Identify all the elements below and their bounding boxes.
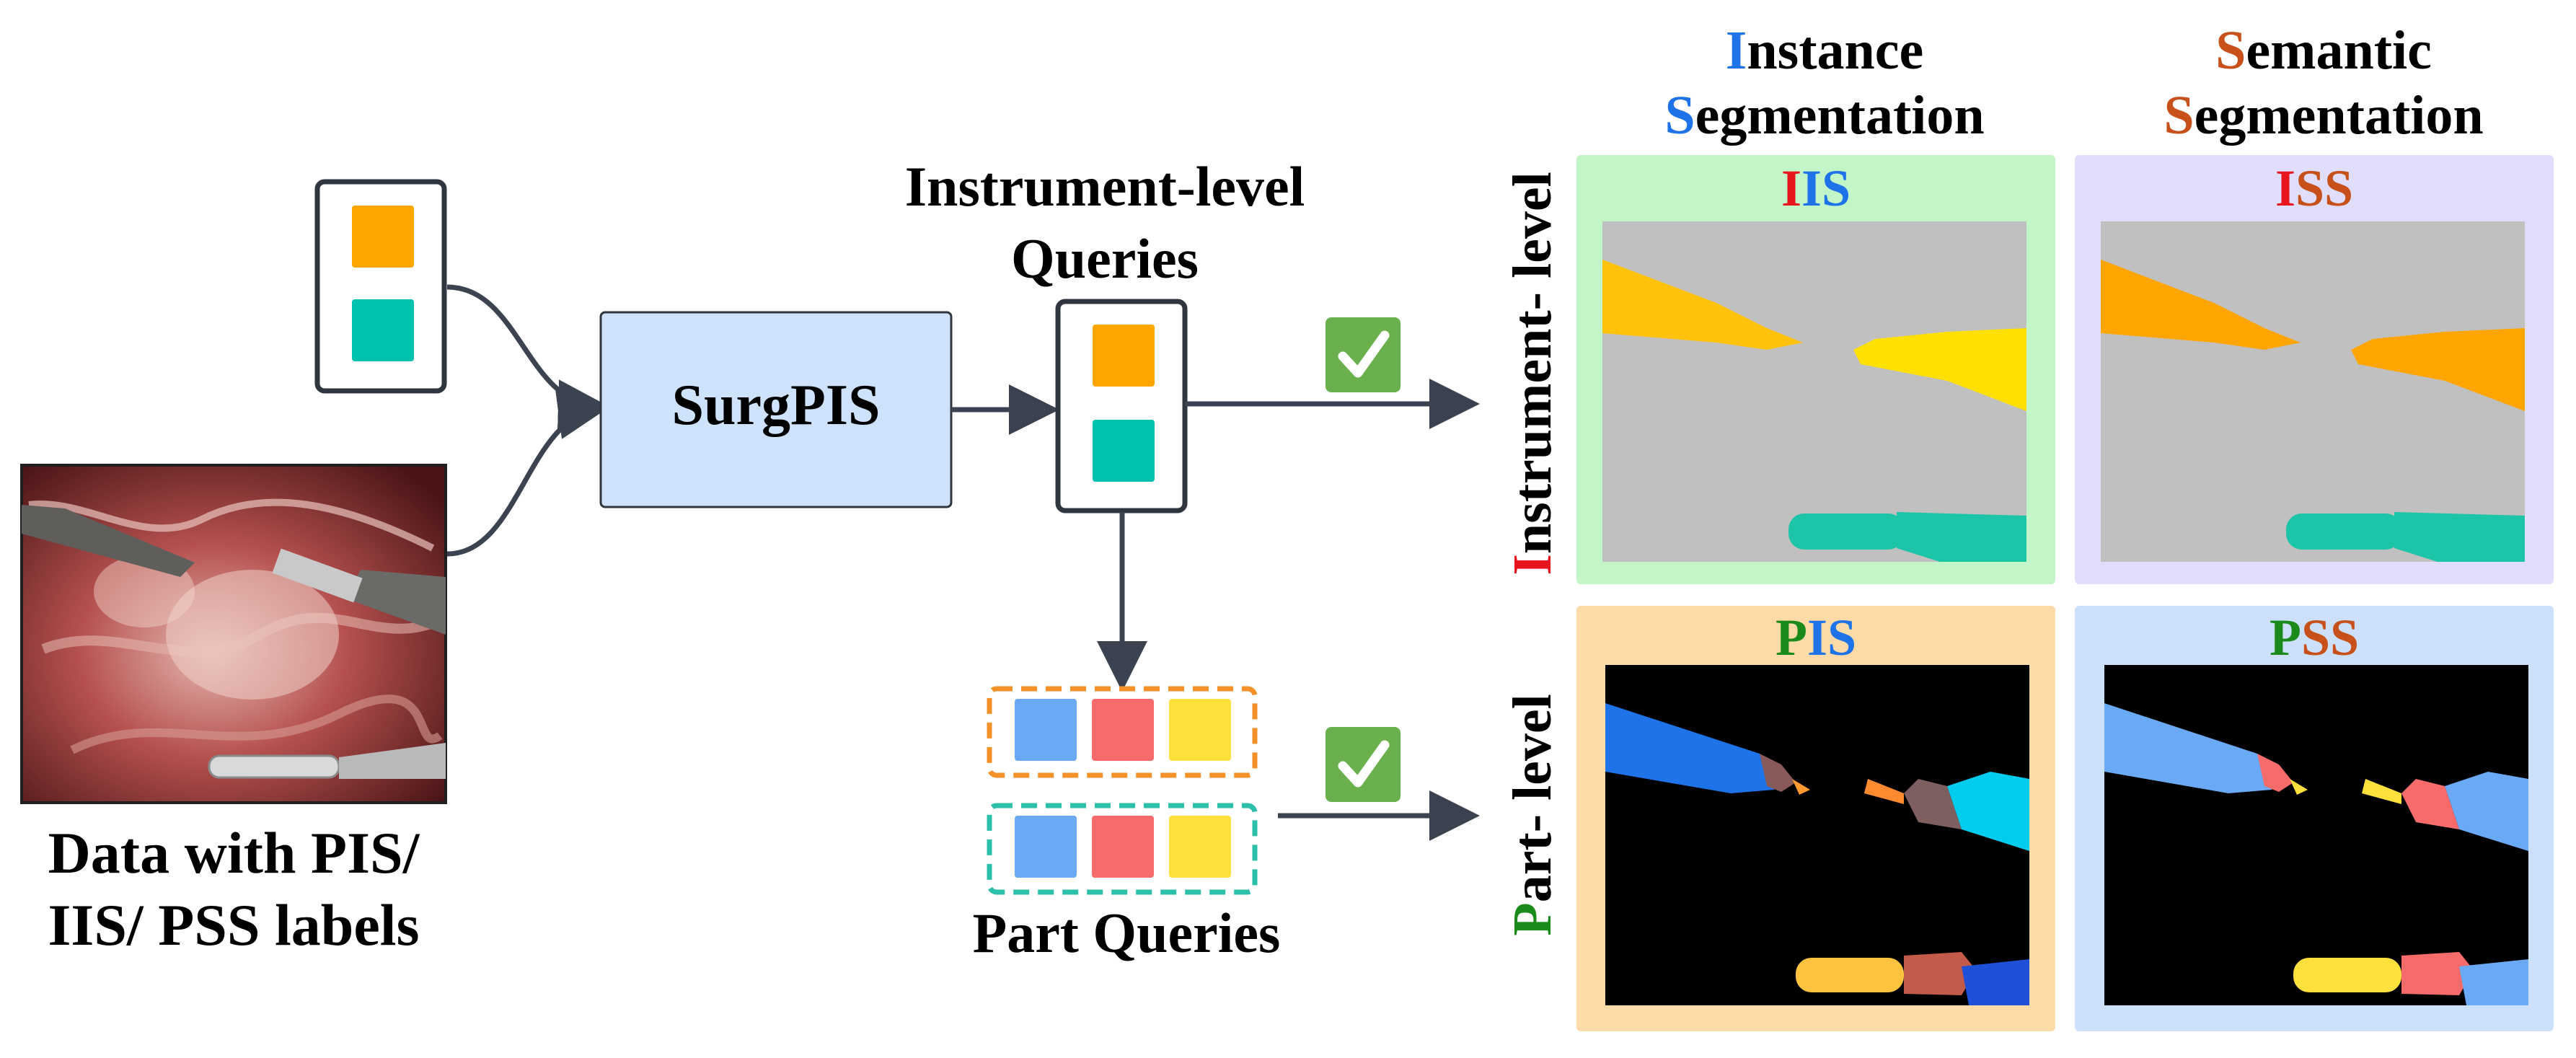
panel-pss-title: PSS: [2270, 609, 2359, 666]
pis-instrument-left-shaft: [1605, 703, 1781, 793]
column-header-semantic-rest-1: emantic: [2246, 20, 2431, 81]
connector-queries-to-model: [446, 284, 609, 431]
model-label: SurgPIS: [672, 374, 881, 437]
panel-pss-title-rest: SS: [2301, 609, 2359, 666]
column-header-instance-rest-2: egmentation: [1695, 85, 1985, 146]
surgical-input-image: [20, 464, 447, 804]
part-queries-group-teal: [987, 803, 1258, 895]
iis-instrument-right: [1853, 328, 2026, 411]
instrument-queries-box: [1055, 299, 1188, 513]
row-label-instrument-rest: nstrument- level: [1502, 172, 1563, 554]
panel-pis-title: PIS: [1776, 609, 1856, 666]
panel-pss: PSS: [2075, 606, 2554, 1031]
panel-iss-title: ISS: [2275, 159, 2353, 217]
panel-iis-title-rest: IS: [1801, 159, 1851, 217]
panel-pis-title-rest: IS: [1807, 609, 1856, 666]
instrument-queries-label-line-2: Queries: [1011, 227, 1199, 290]
instrument-query-orange: [1093, 325, 1155, 387]
pis-instrument-left-tip: [1792, 779, 1810, 795]
pss-instrument-bottom-wrist: [2401, 952, 2474, 995]
orange-query-square: [352, 206, 414, 268]
connector-image-to-model: [446, 389, 609, 557]
pss-instrument-right-shaft: [2445, 772, 2528, 851]
panel-pis: PIS: [1576, 606, 2055, 1031]
panel-iis: IIS: [1576, 155, 2055, 584]
part-query-red: [1092, 816, 1154, 878]
iis-mask-image: [1602, 221, 2026, 562]
pss-instrument-bottom-tip: [2459, 959, 2528, 1005]
pis-instrument-right-wrist: [1904, 779, 1962, 829]
iss-instrument-bottom: [2286, 513, 2401, 550]
input-query-box: [314, 179, 447, 394]
panel-iss-title-rest: SS: [2295, 159, 2353, 217]
part-queries-label: Part Queries: [973, 901, 1281, 964]
part-query-blue: [1015, 699, 1077, 761]
column-header-semantic-line-2: Segmentation: [2163, 85, 2483, 146]
column-header-semantic-initial-1: S: [2215, 20, 2246, 81]
teal-query-square: [352, 299, 414, 361]
column-header-semantic-rest-2: egmentation: [2195, 85, 2484, 146]
pss-instrument-left-tip: [2290, 779, 2308, 795]
row-label-part-initial: P: [1502, 902, 1563, 935]
panel-iis-title: IIS: [1781, 159, 1851, 217]
row-label-part-rest: art- level: [1502, 694, 1563, 902]
part-queries-group-orange: [987, 686, 1258, 778]
part-query-yellow: [1169, 699, 1231, 761]
input-caption-line-1: Data with PIS/: [48, 820, 420, 886]
pis-instrument-bottom-wrist: [1904, 952, 1976, 995]
row-label-part-level: Part- level: [1502, 694, 1563, 935]
pis-instrument-right-tip: [1864, 779, 1904, 804]
pss-instrument-right-wrist: [2401, 779, 2459, 829]
column-header-instance-rest-1: nstance: [1747, 20, 1923, 81]
column-header-semantic-initial-2: S: [2163, 85, 2194, 146]
column-header-semantic-line-1: Semantic: [2215, 20, 2432, 81]
pis-mask-image: [1605, 665, 2029, 1005]
panel-pss-title-initial: P: [2270, 609, 2301, 666]
row-label-instrument-level: Instrument- level: [1502, 172, 1563, 575]
part-query-red: [1092, 699, 1154, 761]
input-caption-line-2: IIS/ PSS labels: [48, 892, 420, 958]
surgpis-model-box: SurgPIS: [599, 311, 953, 508]
pis-instrument-bottom-tip: [1962, 959, 2029, 1005]
checkmark-icon: [1326, 317, 1401, 392]
pss-instrument-bottom-shaft: [2293, 958, 2401, 992]
column-header-instance-initial-1: I: [1726, 20, 1747, 81]
column-header-instance-line-2: Segmentation: [1664, 85, 1984, 146]
iis-instrument-bottom: [1788, 513, 1904, 550]
pss-instrument-left-shaft: [2104, 703, 2279, 793]
pss-instrument-left-wrist: [2257, 754, 2293, 792]
iis-instrument-left: [1602, 260, 1803, 350]
part-query-yellow: [1169, 816, 1231, 878]
pis-instrument-right-shaft: [1947, 772, 2029, 851]
panel-iss-title-initial: I: [2275, 159, 2295, 217]
pis-instrument-bottom-shaft: [1796, 958, 1904, 992]
part-query-blue: [1015, 816, 1077, 878]
checkmark-icon: [1326, 727, 1401, 802]
panel-pis-title-initial: P: [1776, 609, 1807, 666]
pss-mask-image: [2104, 665, 2528, 1005]
pss-instrument-right-tip: [2362, 779, 2401, 804]
panel-iis-title-initial: I: [1781, 159, 1801, 217]
instrument-query-teal: [1093, 420, 1155, 482]
column-header-instance-initial-2: S: [1664, 85, 1695, 146]
row-label-instrument-initial: I: [1502, 554, 1563, 576]
iss-instrument-left: [2101, 260, 2301, 350]
iss-instrument-right: [2351, 328, 2525, 411]
panel-iss: ISS: [2075, 155, 2554, 584]
pis-instrument-left-wrist: [1760, 754, 1796, 792]
column-header-instance-line-1: Instance: [1726, 20, 1923, 81]
iss-mask-image: [2101, 221, 2525, 562]
instrument-queries-label-line-1: Instrument-level: [905, 155, 1305, 218]
